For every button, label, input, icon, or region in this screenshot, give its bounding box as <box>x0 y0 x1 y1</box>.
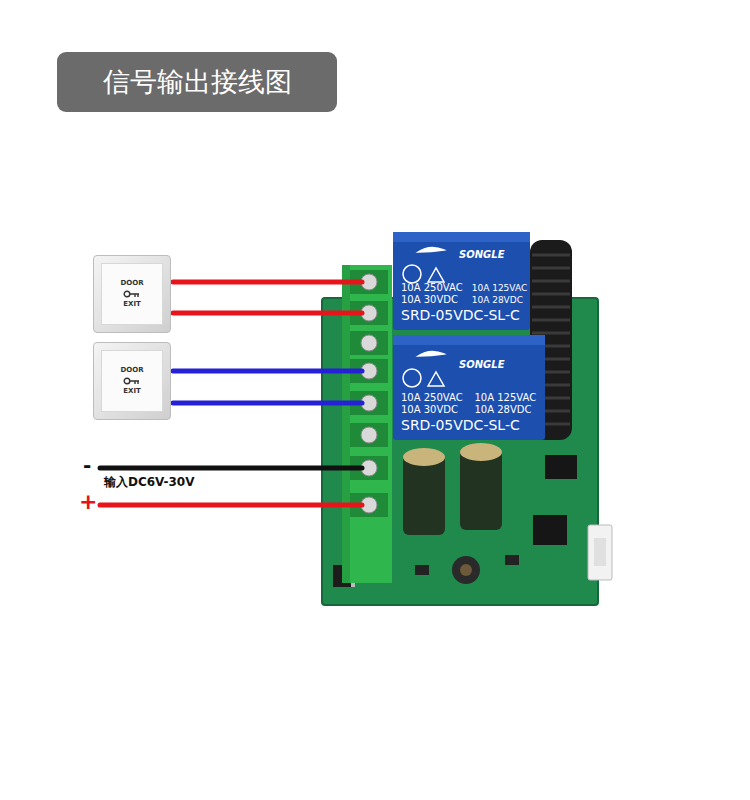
exit-button: DOOR EXIT <box>93 255 171 333</box>
relay-brand: SONGLE <box>459 359 539 370</box>
relay-rating: 10A 125VAC <box>475 392 540 404</box>
button-text: EXIT <box>123 300 141 309</box>
key-icon <box>123 377 141 385</box>
relay-model: SRD-05VDC-SL-C <box>401 417 539 434</box>
relay-body <box>393 232 545 440</box>
title-banner: 信号输出接线图 <box>57 52 337 112</box>
relay-rating: 10A 250VAC <box>401 392 466 404</box>
relay-label: SONGLE10A 250VAC10A 125VAC10A 30VDC10A 2… <box>393 335 545 440</box>
button-text: DOOR <box>120 366 143 375</box>
capacitor <box>403 443 502 535</box>
relay-rating: 10A 125VAC <box>472 282 528 294</box>
input-voltage: 输入DC6V-30V <box>104 476 195 488</box>
relay-rating: 10A 28VDC <box>472 294 528 306</box>
relay-ratings: 10A 250VAC 10A 125VAC 10A 30VDC 10A 28VDC <box>401 392 539 416</box>
relay-rating: 10A 30VDC <box>401 294 463 306</box>
relay-model: SRD-05VDC-SL-C <box>401 307 524 324</box>
relay-brand: SONGLE <box>459 249 524 260</box>
relay-rating: 10A 28VDC <box>475 404 540 416</box>
button-text: DOOR <box>120 279 143 288</box>
polarity-sign: + <box>79 491 97 513</box>
relay-ratings: 10A 250VAC10A 125VAC10A 30VDC10A 28VDC <box>401 282 524 306</box>
relay-rating: 10A 30VDC <box>401 404 466 416</box>
button-plate: DOOR EXIT <box>101 350 163 412</box>
polarity-sign: - <box>83 455 91 475</box>
button-plate: DOOR EXIT <box>101 263 163 325</box>
relay-label: SONGLE10A 250VAC10A 125VAC10A 30VDC10A 2… <box>393 232 530 330</box>
key-icon <box>123 290 141 298</box>
exit-button: DOOR EXIT <box>93 342 171 420</box>
relay-rating: 10A 250VAC <box>401 282 463 294</box>
button-text: EXIT <box>123 387 141 396</box>
